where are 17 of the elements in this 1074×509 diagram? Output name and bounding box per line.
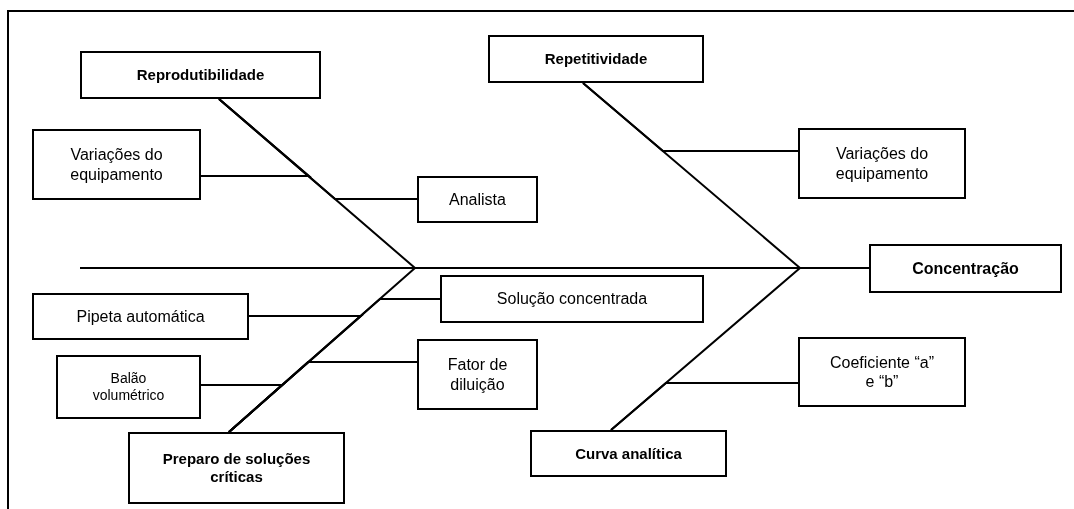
factor-box: Balão volumétrico (56, 355, 201, 419)
factor-box: Coeficiente “a” e “b” (798, 337, 966, 407)
factor-box: Pipeta automática (32, 293, 249, 340)
cause-box: Curva analítica (530, 430, 727, 477)
branch-line (228, 361, 418, 433)
cause-box: Repetitividade (488, 35, 704, 83)
factor-box: Analista (417, 176, 538, 223)
branch-line (218, 98, 418, 200)
cause-box: Preparo de soluções críticas (128, 432, 345, 504)
factor-box: Variações do equipamento (798, 128, 966, 199)
factor-box: Fator de diluição (417, 339, 538, 410)
factor-box: Variações do equipamento (32, 129, 201, 200)
effect-box: Concentração (869, 244, 1062, 293)
factor-box: Solução concentrada (440, 275, 704, 323)
branch-line (582, 82, 799, 152)
cause-box: Reprodutibilidade (80, 51, 321, 99)
branch-line (610, 382, 799, 431)
